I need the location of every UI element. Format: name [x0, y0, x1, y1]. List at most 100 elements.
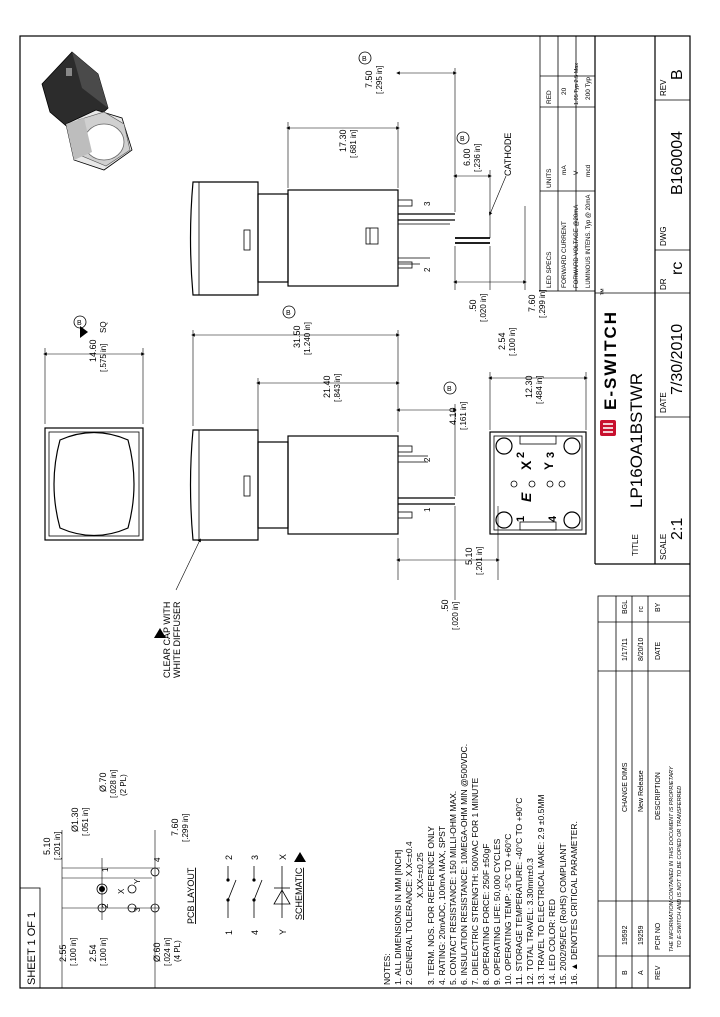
pcb-pin-4-label: 4 [153, 857, 162, 862]
bottom-pin-4: 4 [547, 515, 559, 522]
sheet-number-box: SHEET 1 OF 1 [19, 887, 41, 989]
note-item: 9. OPERATING LIFE: 50,000 CYCLES [492, 838, 502, 985]
note-item: 11. STORAGE TEMPERATURE: -40°C TO +90°C [514, 798, 524, 985]
pcb-dim-0-60: Ø.60 [152, 942, 162, 962]
led-header-red: RED [546, 90, 553, 104]
rev-b-date: 1/17/11 [622, 638, 629, 661]
crit-b-5: B [447, 386, 452, 393]
pcb-dim-2-54: 2.54 [88, 944, 98, 962]
led-row1-value: 20 [561, 87, 568, 95]
bottom-e-mark: E [518, 492, 534, 502]
note-item: 8. OPERATING FORCE: 250F ±50gF [481, 844, 491, 986]
note-item: 13. TRAVEL TO ELECTRICAL MAKE: 2.9 ±0.5M… [536, 795, 546, 985]
revision-table: REV PCR NO DESCRIPTION DATE BY B 19592 C… [597, 595, 691, 989]
pcb-dim-0-60-in: [.024 in] [163, 938, 172, 966]
dim-5-10-in: [.201 in] [475, 547, 484, 575]
pin-2-top: 2 [423, 267, 432, 272]
note-item: 5. CONTACT RESISTANCE: 150 MILLI-OHM MAX… [448, 791, 458, 985]
pcb-x-label: X [117, 888, 126, 894]
led-row3-param: LUMINOUS INTENS. Typ @ 20mA [586, 195, 592, 288]
crit-b-1: B [77, 320, 82, 327]
pcb-layout-title: PCB LAYOUT [186, 867, 196, 924]
schematic-title: SCHEMATIC [294, 867, 304, 920]
dim-31-50-in: [1.240 in] [303, 322, 312, 355]
scale-value: 2:1 [669, 518, 686, 540]
note-item: X.XX=±0.25 [415, 852, 425, 898]
led-row3-unit: mcd [585, 164, 592, 177]
pcb-dim-5-10-in: [.201 in] [53, 832, 62, 860]
sch-x: X [278, 854, 288, 860]
schematic: 1 2 4 3 Y X SCHEMATIC [224, 852, 306, 935]
dr-label: DR [659, 278, 668, 290]
dim-2-54-in: [.100 in] [508, 328, 517, 356]
pcb-dim-1-30-in: [.051 in] [81, 808, 90, 836]
dim-7-50: 7.50 [364, 70, 374, 88]
note-item: 10. OPERATING TEMP: -5°C TO +60°C [503, 834, 513, 985]
proprietary-line-1: THE INFORMATION CONTAINED IN THIS DOCUME… [669, 766, 675, 952]
front-view: 14.60 [.575 in] SQ B [43, 315, 145, 541]
pcb-dim-0-70-in: [.028 in] [109, 770, 118, 798]
crit-b-2: B [286, 310, 291, 317]
rev-a-by: rc [638, 606, 645, 612]
title-label: TITLE [631, 534, 640, 556]
pin-1-bottom: 1 [423, 507, 432, 512]
led-row2-value: 1.95 Typ 2.5 Max [574, 63, 580, 105]
note-item: 4. RATING: 20mADC, 100mA MAX, SPST [437, 826, 447, 985]
dim-0-50a-in: [.020 in] [479, 294, 488, 322]
pcb-dim-5-10: 5.10 [42, 837, 52, 855]
pin-3-top: 3 [423, 201, 432, 206]
pcb-y-label: Y [133, 878, 142, 884]
rev-b-pcr: 19592 [622, 925, 629, 945]
dim-6-00: 6.00 [462, 148, 472, 166]
dim-31-50: 31.50 [292, 325, 302, 348]
pcb-pin-1-label: 1 [101, 867, 110, 872]
note-item: 14. LED COLOR: RED [547, 899, 557, 985]
dim-0-50b-in: [.020 in] [451, 602, 460, 630]
dim-7-50-in: [.295 in] [375, 66, 384, 94]
dim-12-30-in: [.484 in] [535, 376, 544, 404]
pcb-dim-7-60-in: [.299 in] [181, 814, 190, 842]
company-name: E-SWITCH [601, 310, 620, 410]
bottom-y-mark: Y [542, 462, 556, 470]
led-spec-table: LED SPECS UNITS RED FORWARD CURRENT mA 2… [539, 35, 596, 292]
rev-header-by: BY [655, 602, 662, 612]
pcb-dim-7-60: 7.60 [170, 818, 180, 836]
title-block: TITLE LP16OA1BSTWR SCALE 2:1 DATE 7/30/2… [594, 36, 690, 565]
note-item: 6. INSULATION RESISTANCE: 10MEGA-OHM MIN… [459, 744, 469, 985]
note-item: 12. TOTAL TRAVEL: 3.30mm±0.3 [525, 858, 535, 985]
rev-a-desc: New Release [638, 770, 645, 812]
cathode-label: CATHODE [503, 133, 513, 176]
note-item: 15. 2002/95/EC (RoHS) COMPLIANT [558, 843, 568, 985]
rev-header-rev: REV [655, 965, 662, 980]
pcb-dim-2-55: 2.55 [58, 944, 68, 962]
dwg-label: DWG [659, 226, 668, 246]
side-view-top: 3 2 [189, 181, 490, 296]
dim-12-30: 12.30 [524, 375, 534, 398]
clear-cap-line-2: WHITE DIFFUSER [172, 601, 182, 678]
notes-block: NOTES: 1. ALL DIMENSIONS IN MM [INCH]2. … [382, 744, 579, 985]
date-label: DATE [659, 392, 668, 413]
trademark: ™ [599, 288, 608, 296]
dr-value: rc [669, 262, 686, 275]
dim-5-10: 5.10 [464, 547, 474, 565]
bottom-pin-2: 2 [515, 452, 527, 458]
note-item: 7. DIELECTRIC STRENGTH: 500VAC FOR 1 MIN… [470, 777, 480, 985]
clear-cap-line-1: CLEAR CAP WITH [162, 602, 172, 678]
pcb-pin-3-label: 3 [133, 907, 142, 912]
rev-label: REV [659, 79, 668, 96]
dim-4-10: 4.10 [448, 407, 458, 425]
rev-header-date: DATE [655, 642, 662, 660]
dim-sq: SQ [99, 321, 108, 333]
pin-2-bottom: 2 [423, 457, 432, 462]
bottom-pin-1: 1 [515, 516, 527, 522]
rev-b-rev: B [622, 970, 629, 975]
pcb-dim-0-70: Ø.70 [98, 772, 108, 792]
bottom-pin-3: 3 [545, 452, 557, 458]
pcb-layout: 2 1 3 4 X Y 5.10 [.201 in] Ø1.30 [.051 i… [42, 770, 196, 988]
rev-b-desc: CHANGE DIMS [622, 762, 629, 812]
led-row2-unit: V [573, 170, 580, 175]
e-switch-logo: E-SWITCH ™ [599, 288, 620, 436]
bottom-view: E X Y 2 3 1 4 [489, 431, 587, 535]
